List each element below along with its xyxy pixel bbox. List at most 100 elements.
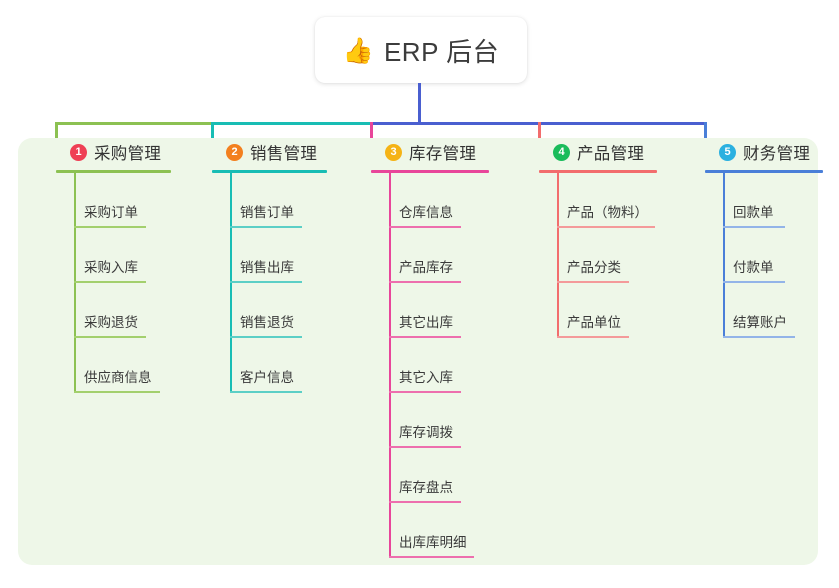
- branch-underline-sales: [212, 170, 327, 173]
- branch-item[interactable]: 付款单: [697, 228, 823, 283]
- connector-bar-segment-product: [538, 122, 706, 125]
- branch-item-label: 其它出库: [399, 315, 453, 330]
- branch-item-label: 客户信息: [240, 370, 294, 385]
- branch-number-badge-inventory: 3: [385, 143, 402, 161]
- branch-underline-purchasing: [56, 170, 171, 173]
- branch-item-label: 库存盘点: [399, 480, 453, 495]
- branch-item[interactable]: 销售退货: [204, 283, 327, 338]
- branch-title-sales: 销售管理: [250, 145, 318, 163]
- branch-item[interactable]: 采购入库: [48, 228, 171, 283]
- branch-item-underline: [389, 391, 461, 393]
- branch-items-sales: 销售订单销售出库销售退货客户信息: [204, 173, 327, 393]
- branch-item[interactable]: 采购退货: [48, 283, 171, 338]
- branch-item-underline: [723, 336, 795, 338]
- branch-number-badge-finance: 5: [719, 143, 736, 161]
- branch-item[interactable]: 销售订单: [204, 173, 327, 228]
- branch-item-underline: [557, 226, 655, 228]
- branch-item-label: 其它入库: [399, 370, 453, 385]
- branch-title-purchasing: 采购管理: [94, 145, 162, 163]
- branch-item-underline: [389, 446, 461, 448]
- branch-item[interactable]: 结算账户: [697, 283, 823, 338]
- branch-item-label: 供应商信息: [84, 370, 152, 385]
- branch-item-label: 销售订单: [240, 205, 294, 220]
- branch-header-finance[interactable]: 5 财务管理: [697, 138, 823, 166]
- branch-item-label: 产品单位: [567, 315, 621, 330]
- branch-underline-finance: [705, 170, 823, 173]
- branch-item-label: 销售退货: [240, 315, 294, 330]
- branch-column-sales: 2 销售管理销售订单销售出库销售退货客户信息: [204, 138, 327, 393]
- branch-item[interactable]: 其它出库: [363, 283, 489, 338]
- branch-item[interactable]: 产品库存: [363, 228, 489, 283]
- branch-underline-inventory: [371, 170, 489, 173]
- branch-item[interactable]: 产品分类: [531, 228, 657, 283]
- branch-item-label: 采购订单: [84, 205, 138, 220]
- branch-items-purchasing: 采购订单采购入库采购退货供应商信息: [48, 173, 171, 393]
- branch-spine-inventory: [389, 173, 391, 558]
- branch-item-underline: [74, 336, 146, 338]
- branch-header-inventory[interactable]: 3 库存管理: [363, 138, 489, 166]
- connector-bar-segment-sales: [211, 122, 372, 125]
- branch-item[interactable]: 客户信息: [204, 338, 327, 393]
- connector-bar-segment-purchasing: [55, 122, 213, 125]
- branch-item-underline: [557, 336, 629, 338]
- branch-item-underline: [230, 336, 302, 338]
- branch-items-inventory: 仓库信息产品库存其它出库其它入库库存调拨库存盘点出库库明细: [363, 173, 489, 558]
- branch-item-label: 产品分类: [567, 260, 621, 275]
- branch-item[interactable]: 库存盘点: [363, 448, 489, 503]
- branch-spine-product: [557, 173, 559, 338]
- thumbs-up-icon: 👍: [342, 35, 374, 65]
- branch-item-label: 库存调拨: [399, 425, 453, 440]
- branch-number-badge-purchasing: 1: [70, 143, 87, 161]
- root-node-title: ERP 后台: [383, 36, 500, 67]
- branch-item-underline: [723, 281, 785, 283]
- branch-item[interactable]: 仓库信息: [363, 173, 489, 228]
- branch-item-underline: [230, 226, 302, 228]
- branch-spine-purchasing: [74, 173, 76, 393]
- branch-number-badge-sales: 2: [226, 143, 243, 161]
- connector-bar-segment-inventory: [370, 122, 540, 125]
- branch-item-underline: [723, 226, 785, 228]
- root-node-erp-backend[interactable]: 👍 ERP 后台: [315, 17, 527, 83]
- branch-item-label: 产品（物料）: [567, 205, 648, 220]
- branch-item[interactable]: 回款单: [697, 173, 823, 228]
- branch-item[interactable]: 采购订单: [48, 173, 171, 228]
- branches-panel: 1 采购管理采购订单采购入库采购退货供应商信息 2 销售管理销售订单销售出库销售退货客…: [18, 138, 823, 565]
- branch-item[interactable]: 出库库明细: [363, 503, 489, 558]
- branch-title-product: 产品管理: [577, 145, 645, 163]
- branch-column-finance: 5 财务管理回款单付款单结算账户: [697, 138, 823, 338]
- branch-header-sales[interactable]: 2 销售管理: [204, 138, 327, 166]
- branch-header-product[interactable]: 4 产品管理: [531, 138, 657, 166]
- branch-column-product: 4 产品管理产品（物料） 产品分类产品单位: [531, 138, 657, 338]
- branch-title-finance: 财务管理: [743, 145, 811, 163]
- branch-underline-product: [539, 170, 657, 173]
- branch-item-underline: [557, 281, 629, 283]
- branch-item-label: 采购入库: [84, 260, 138, 275]
- branch-item-label: 产品库存: [399, 260, 453, 275]
- branch-item-underline: [74, 391, 160, 393]
- branch-item-underline: [389, 336, 461, 338]
- branch-item-underline: [230, 391, 302, 393]
- branch-item[interactable]: 产品单位: [531, 283, 657, 338]
- branch-item-label: 出库库明细: [399, 535, 467, 550]
- branch-item-underline: [74, 226, 146, 228]
- branch-item[interactable]: 库存调拨: [363, 393, 489, 448]
- branch-header-purchasing[interactable]: 1 采购管理: [48, 138, 171, 166]
- branch-item[interactable]: 产品（物料）: [531, 173, 657, 228]
- branch-item-underline: [389, 556, 474, 558]
- branch-item-label: 结算账户: [733, 315, 787, 330]
- branch-item[interactable]: 供应商信息: [48, 338, 171, 393]
- branch-item[interactable]: 销售出库: [204, 228, 327, 283]
- branch-item-label: 仓库信息: [399, 205, 453, 220]
- branch-item-label: 采购退货: [84, 315, 138, 330]
- branch-number-badge-product: 4: [553, 143, 570, 161]
- branch-item-label: 销售出库: [240, 260, 294, 275]
- branch-item-label: 付款单: [733, 260, 774, 275]
- branch-item-underline: [74, 281, 146, 283]
- branch-items-product: 产品（物料） 产品分类产品单位: [531, 173, 657, 338]
- branch-item-underline: [230, 281, 302, 283]
- branch-column-purchasing: 1 采购管理采购订单采购入库采购退货供应商信息: [48, 138, 171, 393]
- branch-item[interactable]: 其它入库: [363, 338, 489, 393]
- branch-title-inventory: 库存管理: [409, 145, 477, 163]
- branch-spine-finance: [723, 173, 725, 338]
